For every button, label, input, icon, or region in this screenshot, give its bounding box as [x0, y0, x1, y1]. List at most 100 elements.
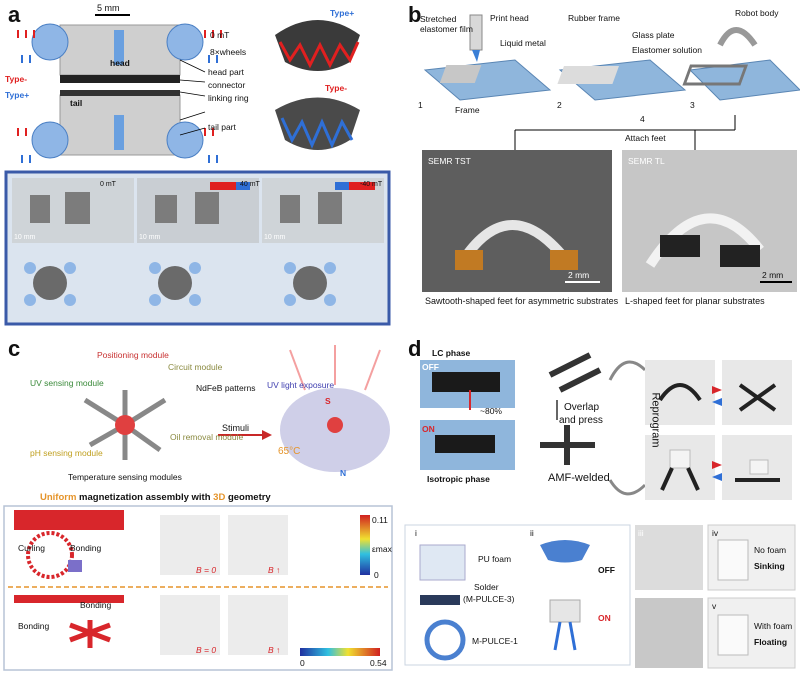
label-on: ON	[422, 424, 435, 434]
label-pole-n: N	[340, 468, 347, 478]
panel-a-scale: 5 mm	[97, 3, 120, 13]
label-and-press: and press	[559, 415, 603, 426]
label-right-type-plus: Type+	[330, 8, 355, 18]
label-bonding-3: Bonding	[18, 621, 50, 631]
panel-d-letter: d	[408, 336, 422, 361]
seq-scale-2: 10 mm	[139, 234, 161, 241]
label-connector: connector	[208, 80, 246, 90]
cb2-min: 0	[300, 658, 305, 668]
label-stimuli: Stimuli	[222, 423, 250, 433]
label-ii-off: OFF	[598, 565, 615, 575]
label-step2: 2	[557, 100, 562, 110]
photo2-scale: 2 mm	[762, 270, 784, 280]
seq-scale-3: 10 mm	[264, 234, 286, 241]
label-iii: iii	[638, 528, 644, 538]
photo1-title: SEMR TST	[428, 156, 471, 166]
label-bonding-2: Bonding	[80, 600, 112, 610]
label-linking-ring: linking ring	[208, 93, 249, 103]
label-iv: iv	[712, 528, 719, 538]
title-3d: 3D	[213, 492, 226, 503]
label-sinking: Sinking	[754, 561, 785, 571]
photo1-scale: 2 mm	[568, 270, 590, 280]
label-circuit: Circuit module	[168, 362, 223, 372]
label-temperature: Temperature sensing modules	[68, 472, 182, 482]
label-amf: AMF-welded	[548, 472, 610, 484]
label-lc-phase: LC phase	[432, 348, 471, 358]
label-stretched: Stretched elastomer film	[420, 14, 473, 34]
label-pu-foam: PU foam	[478, 554, 512, 564]
panel-c-letter: c	[8, 336, 21, 361]
label-type-plus: Type+	[5, 90, 30, 100]
label-no-foam: No foam	[754, 545, 787, 555]
seq-field-2: 40 mT	[240, 181, 260, 188]
title-uniform: Uniform	[40, 492, 77, 503]
label-rubber-frame: Rubber frame	[568, 13, 620, 23]
label-elastomer-solution: Elastomer solution	[632, 45, 702, 55]
label-i: i	[415, 528, 417, 538]
label-b-up-1: B ↑	[268, 565, 281, 575]
panel-b-schematic	[422, 14, 800, 292]
label-temp-value: 65°C	[278, 446, 301, 457]
label-bonding-1: Bonding	[70, 543, 102, 553]
label-solder: Solder	[474, 582, 499, 592]
label-floating: Floating	[754, 637, 788, 647]
label-b-zero-2: B = 0	[196, 645, 217, 655]
label-eps: εmax	[372, 544, 392, 554]
label-curling: Curling	[18, 543, 45, 553]
photo2-caption: L-shaped feet for planar substrates	[625, 296, 765, 306]
panel-c-title: Uniform magnetization assembly with 3D g…	[40, 492, 271, 503]
cb1-max: 0.11	[372, 515, 388, 525]
title-end: geometry	[225, 492, 271, 503]
label-uv-light: UV light exposure	[267, 380, 335, 390]
label-isotropic: Isotropic phase	[427, 474, 490, 484]
panel-c-schematic	[3, 345, 393, 671]
label-v: v	[712, 601, 717, 611]
label-head-part: head part	[208, 67, 244, 77]
label-b-zero-1: B = 0	[196, 565, 217, 575]
photo1-caption: Sawtooth-shaped feet for asymmetric subs…	[425, 296, 619, 306]
cb1-min: 0	[374, 570, 379, 580]
label-head: head	[110, 58, 130, 68]
label-step3: 3	[690, 100, 695, 110]
label-tail-part: tail part	[208, 122, 236, 132]
panel-d-schematic	[404, 352, 796, 669]
label-wheels: 8×wheels	[210, 47, 247, 57]
seq-field-3: -40 mT	[360, 181, 383, 188]
label-tail: tail	[70, 98, 83, 108]
label-ph-sensing: pH sensing module	[30, 448, 103, 458]
label-oil-removal: Oil removal module	[170, 432, 244, 442]
seq-scale-1: 10 mm	[14, 234, 36, 241]
label-b-up-2: B ↑	[268, 645, 281, 655]
label-attach: Attach feet	[625, 133, 666, 143]
label-reprogram: Reprogram	[649, 392, 662, 448]
label-type-minus: Type-	[5, 74, 28, 84]
photo2-title: SEMR TL	[628, 156, 665, 166]
label-field-0: 0 mT	[210, 30, 230, 40]
label-print-head: Print head	[490, 13, 529, 23]
panel-b-letter: b	[408, 2, 422, 27]
label-off: OFF	[422, 362, 439, 372]
label-step4: 4	[640, 114, 645, 124]
label-percent: ~80%	[480, 406, 502, 416]
label-right-type-minus: Type-	[325, 83, 348, 93]
label-solder-sub: (M-PULCE-3)	[463, 594, 515, 604]
label-uv-sensing: UV sensing module	[30, 378, 104, 388]
panel-a-schematic	[4, 14, 391, 326]
label-frame: Frame	[455, 105, 480, 115]
label-glass-plate: Glass plate	[632, 30, 675, 40]
label-liquid-metal: Liquid metal	[500, 38, 546, 48]
label-pole-s: S	[325, 396, 331, 406]
label-robot-body: Robot body	[735, 8, 779, 18]
label-ii-on: ON	[598, 613, 611, 623]
label-step1: 1	[418, 100, 423, 110]
label-mpulce1: M-PULCE-1	[472, 636, 518, 646]
label-ndfeb: NdFeB patterns	[196, 383, 256, 393]
label-with-foam: With foam	[754, 621, 793, 631]
panel-a-letter: a	[8, 2, 21, 27]
seq-field-1: 0 mT	[100, 181, 116, 188]
cb2-max: 0.54	[370, 658, 387, 668]
label-overlap: Overlap	[564, 402, 600, 413]
label-ii: ii	[530, 528, 534, 538]
label-positioning: Positioning module	[97, 350, 169, 360]
title-middle: magnetization assembly with	[76, 492, 214, 503]
